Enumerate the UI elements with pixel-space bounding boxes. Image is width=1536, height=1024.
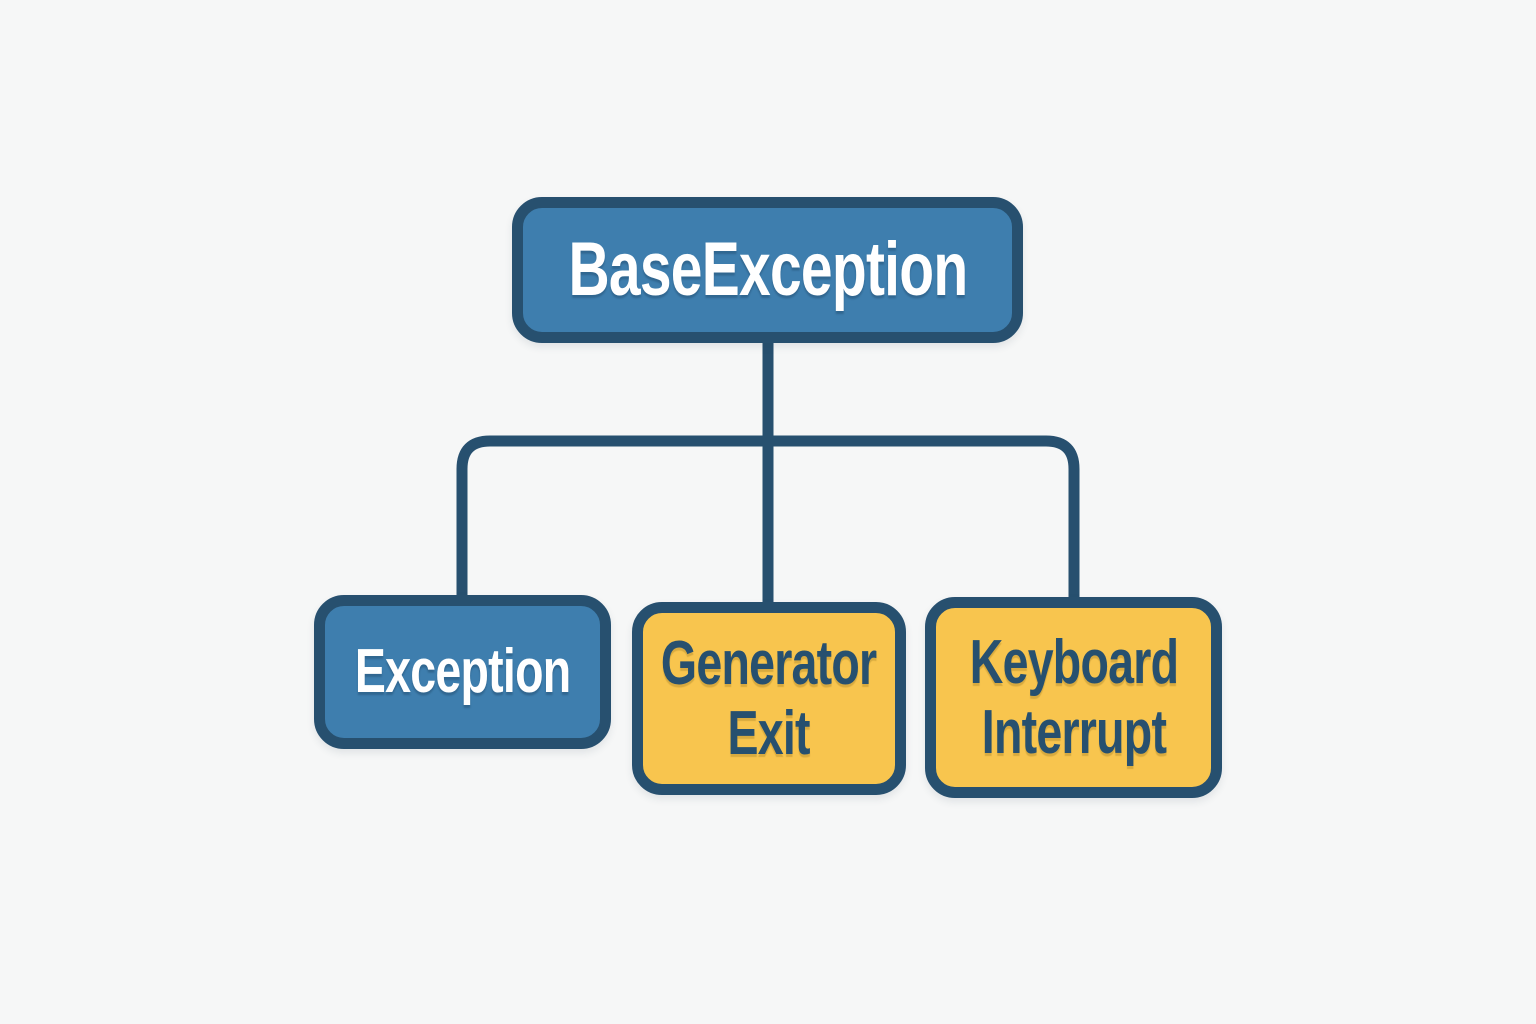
node-keyboardinterrupt-label: Keyboard Interrupt [969,628,1178,767]
node-exception-label: Exception [354,637,571,707]
node-exception: Exception [314,595,611,749]
node-baseexception: BaseException [512,197,1023,343]
connector-branch [456,435,1080,602]
node-generatorexit: Generator Exit [632,602,906,795]
node-baseexception-label: BaseException [568,227,968,313]
node-keyboardinterrupt: Keyboard Interrupt [925,597,1222,798]
node-generatorexit-label: Generator Exit [661,629,877,768]
